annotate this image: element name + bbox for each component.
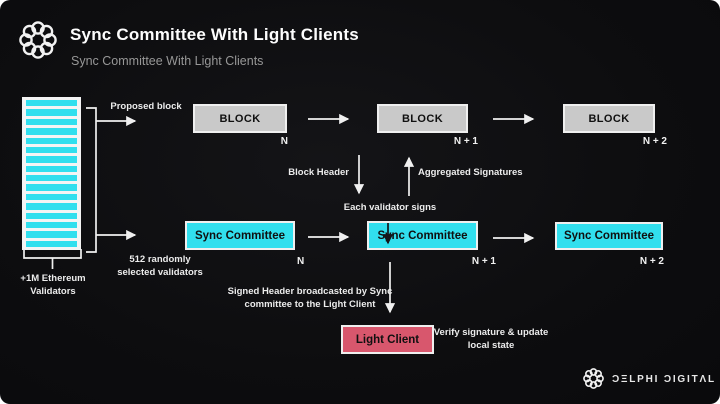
validator-bar xyxy=(26,221,77,229)
validator-bar xyxy=(26,118,77,126)
proposed-block-label: Proposed block xyxy=(110,101,182,112)
sync-committee-box-n: Sync Committee xyxy=(185,221,295,250)
aggregated-signatures-label: Aggregated Signatures xyxy=(418,167,523,178)
sync-index-n2: N + 2 xyxy=(639,256,664,267)
block-index-n1: N + 1 xyxy=(453,136,478,147)
block-box-n2-label: BLOCK xyxy=(588,112,630,125)
block-box-n1: BLOCK xyxy=(377,104,468,133)
each-validator-signs-label: Each validator signs xyxy=(343,202,437,213)
validator-bar xyxy=(26,231,77,238)
delphi-footer-ring-icon xyxy=(583,368,604,389)
validators-label: +1M Ethereum Validators xyxy=(20,273,86,297)
light-client-label: Light Client xyxy=(355,333,420,346)
validator-bar xyxy=(26,184,77,191)
sync-committee-n2-label: Sync Committee xyxy=(563,230,655,242)
validator-bar xyxy=(26,175,77,182)
block-index-n2: N + 2 xyxy=(642,136,667,147)
signed-header-label: Signed Header broadcasted by Sync commit… xyxy=(227,286,393,310)
sync-committee-box-n1: Sync Committee xyxy=(367,221,478,250)
validator-bar xyxy=(26,137,77,144)
delphi-digital-wordmark: ƆΞLPHI ƆIGITΛL xyxy=(612,374,716,385)
validator-bar xyxy=(26,240,77,247)
validator-stack xyxy=(22,97,81,250)
validator-bar xyxy=(26,146,77,154)
sync-committee-box-n2: Sync Committee xyxy=(555,222,663,250)
light-client-box: Light Client xyxy=(341,325,434,354)
block-box-n-label: BLOCK xyxy=(219,112,261,125)
sync-index-n: N xyxy=(297,256,305,267)
validator-bar xyxy=(26,193,77,201)
page-subtitle: Sync Committee With Light Clients xyxy=(71,54,264,68)
validator-bar xyxy=(26,156,77,163)
sync-index-n1: N + 1 xyxy=(471,256,496,267)
validator-bar xyxy=(26,165,77,172)
block-box-n2: BLOCK xyxy=(563,104,655,133)
block-header-label: Block Header xyxy=(288,167,349,178)
page-title: Sync Committee With Light Clients xyxy=(70,25,359,44)
validator-bar xyxy=(26,109,77,116)
validator-bar xyxy=(26,203,77,210)
block-index-n: N xyxy=(280,136,288,147)
validator-bar xyxy=(26,212,77,219)
sync-committee-n-label: Sync Committee xyxy=(194,229,286,242)
verify-signature-label: Verify signature & update local state xyxy=(433,327,549,351)
block-box-n: BLOCK xyxy=(193,104,287,133)
selected-validators-label: 512 randomly selected validators xyxy=(117,254,203,278)
validator-bar xyxy=(26,100,77,107)
block-box-n1-label: BLOCK xyxy=(401,112,444,125)
validator-bar xyxy=(26,128,77,135)
delphi-ring-logo-icon xyxy=(19,21,57,59)
sync-committee-n1-label: Sync Committee xyxy=(377,229,468,242)
